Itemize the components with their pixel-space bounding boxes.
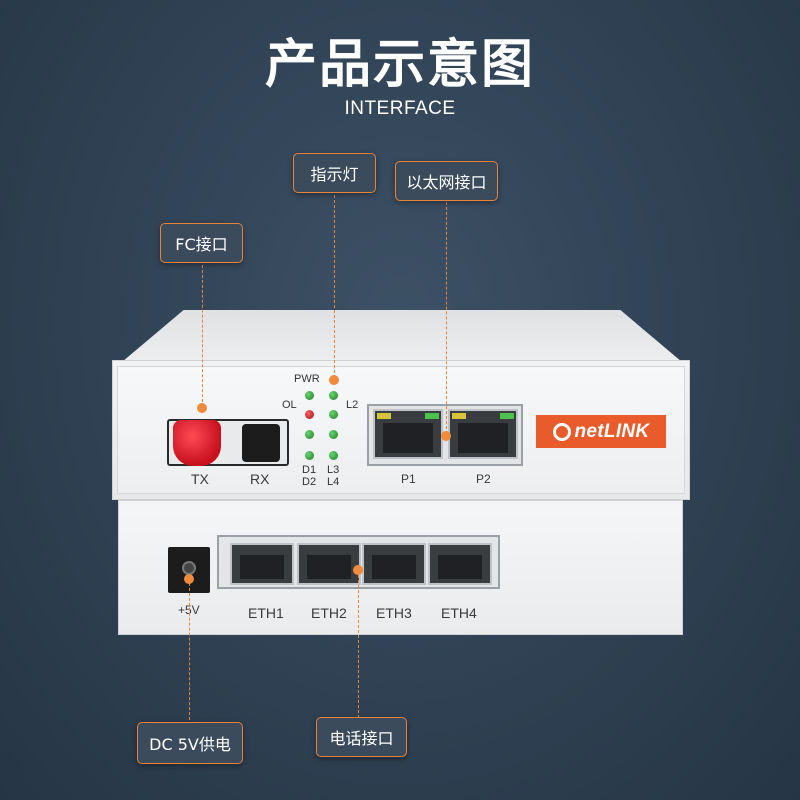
led-right-3 xyxy=(329,430,338,439)
led-l4-label: L4 xyxy=(327,476,340,488)
led-right-4 xyxy=(329,451,338,460)
eth1-socket xyxy=(240,555,284,579)
port-p1-label: P1 xyxy=(401,472,416,486)
eth4-socket xyxy=(438,555,482,579)
brand-logo-icon xyxy=(552,422,571,441)
p2-socket xyxy=(458,423,508,453)
phone-callout: 电话接口 xyxy=(316,717,407,757)
ethernet-callout: 以太网接口 xyxy=(395,161,498,201)
led-d2-label: D2 xyxy=(302,476,317,488)
eth2-port xyxy=(297,543,361,585)
p1-socket xyxy=(383,423,433,453)
dc-callout: DC 5V供电 xyxy=(137,722,243,764)
fc-marker-dot xyxy=(197,403,207,413)
dc-power-jack-hole xyxy=(182,561,196,575)
dc-label: +5V xyxy=(178,603,200,617)
eth4-label: ETH4 xyxy=(441,605,477,621)
eth3-label: ETH3 xyxy=(376,605,412,621)
fc-rx-label: RX xyxy=(250,471,270,487)
eth4-port xyxy=(428,543,492,585)
p2-led-right xyxy=(500,413,514,419)
led-pwr-label: PWR xyxy=(294,373,320,385)
p2-led-left xyxy=(452,413,466,419)
eth3-port xyxy=(362,543,426,585)
led-left-4 xyxy=(305,451,314,460)
ethernet-marker-dot xyxy=(441,431,451,441)
page-subtitle: INTERFACE xyxy=(344,98,456,119)
fc-rx-port xyxy=(242,424,280,462)
dc-marker-dot xyxy=(184,574,194,584)
ethernet-port-p1 xyxy=(373,409,443,459)
brand-logo: netLINK xyxy=(536,415,666,448)
page-title: 产品示意图 xyxy=(264,35,535,95)
device-top-lid xyxy=(122,310,682,362)
phone-leader-line xyxy=(358,570,359,718)
p1-led-left xyxy=(377,413,391,419)
phone-marker-dot xyxy=(353,565,363,575)
led-d1-label: D1 xyxy=(302,464,317,476)
fc-leader-line xyxy=(202,265,203,407)
p1-led-right xyxy=(425,413,439,419)
fc-tx-label: TX xyxy=(191,471,209,487)
led-left-1 xyxy=(305,391,314,400)
port-p2-label: P2 xyxy=(476,472,491,486)
led-l2-label: L2 xyxy=(346,399,359,411)
led-ol-label: OL xyxy=(282,399,297,411)
eth1-label: ETH1 xyxy=(248,605,284,621)
eth2-socket xyxy=(307,555,351,579)
eth3-socket xyxy=(372,555,416,579)
fc-tx-connector xyxy=(173,420,221,466)
led-l3-label: L3 xyxy=(327,464,340,476)
eth2-label: ETH2 xyxy=(311,605,347,621)
ethernet-leader-line xyxy=(446,202,447,434)
led-l2 xyxy=(329,410,338,419)
fc-callout: FC接口 xyxy=(160,223,243,263)
led-pwr xyxy=(329,391,338,400)
dc-leader-line xyxy=(189,578,190,720)
led-left-3 xyxy=(305,430,314,439)
indicator-marker-dot xyxy=(329,375,339,385)
led-ol xyxy=(305,410,314,419)
ethernet-port-p2 xyxy=(448,409,518,459)
brand-logo-text: netLINK xyxy=(574,420,650,442)
eth1-port xyxy=(230,543,294,585)
indicator-leader-line xyxy=(334,195,335,378)
indicator-callout: 指示灯 xyxy=(293,153,376,193)
